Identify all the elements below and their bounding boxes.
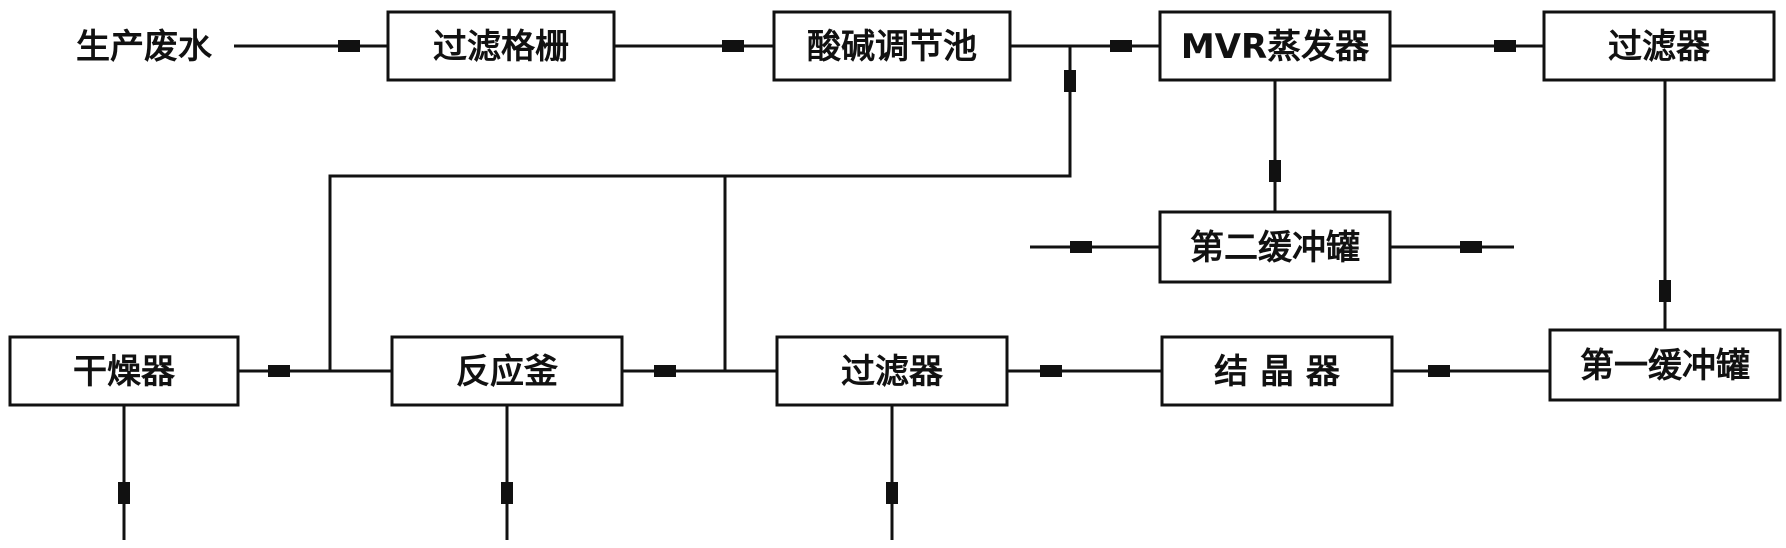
valve-marker (1070, 241, 1092, 253)
node-dryer: 干燥器 (8, 335, 240, 407)
node-filter-bottom: 过滤器 (775, 335, 1009, 407)
node-filter-screen-label: 过滤格栅 (433, 27, 569, 67)
node-buffer-tank-1: 第一缓冲罐 (1548, 328, 1782, 402)
valve-marker (118, 482, 130, 504)
node-dryer-label: 干燥器 (73, 352, 176, 392)
node-buffer-tank-2: 第二缓冲罐 (1158, 210, 1392, 284)
valve-marker (1659, 280, 1671, 302)
node-ph-adjust-tank-label: 酸碱调节池 (807, 27, 977, 67)
node-crystallizer: 结 晶 器 (1160, 335, 1394, 407)
node-filter-bottom-label: 过滤器 (841, 352, 944, 392)
valve-marker (1460, 241, 1482, 253)
valve-marker (722, 40, 744, 52)
valve-marker (268, 365, 290, 377)
node-filter-top: 过滤器 (1542, 10, 1776, 82)
source-label-production-wastewater: 生产废水 (76, 27, 213, 67)
node-mvr-evaporator-label: MVR蒸发器 (1181, 27, 1370, 67)
node-mvr-evaporator: MVR蒸发器 (1158, 10, 1392, 82)
node-reactor-label: 反应釜 (456, 352, 558, 392)
node-reactor: 反应釜 (390, 335, 624, 407)
valve-marker (1269, 160, 1281, 182)
valve-marker (338, 40, 360, 52)
node-crystallizer-label: 结 晶 器 (1214, 352, 1341, 392)
flow-markers (118, 40, 1671, 504)
flow-lines (122, 44, 1667, 540)
node-buffer-tank-1-label: 第一缓冲罐 (1580, 346, 1750, 386)
line-return-loop (328, 46, 1072, 371)
node-filter-screen: 过滤格栅 (386, 10, 616, 82)
valve-marker (1110, 40, 1132, 52)
node-buffer-tank-2-label: 第二缓冲罐 (1190, 228, 1360, 268)
node-filter-top-label: 过滤器 (1608, 27, 1711, 67)
node-ph-adjust-tank: 酸碱调节池 (772, 10, 1012, 82)
valve-marker (1040, 365, 1062, 377)
valve-marker (1494, 40, 1516, 52)
valve-marker (654, 365, 676, 377)
valve-marker (1064, 70, 1076, 92)
valve-marker (1428, 365, 1450, 377)
valve-marker (886, 482, 898, 504)
valve-marker (501, 482, 513, 504)
